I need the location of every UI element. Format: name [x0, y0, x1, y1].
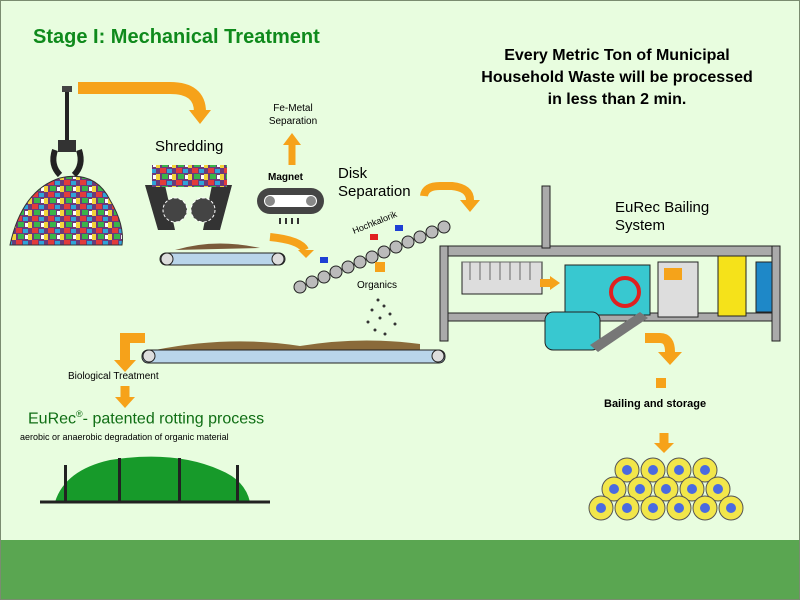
bio-arrow — [120, 333, 145, 362]
transfer-arrow — [269, 233, 309, 253]
waste-pile — [9, 175, 123, 246]
magnet-label: Magnet — [268, 172, 303, 183]
organics-fall — [366, 298, 397, 336]
throughput-note: Every Metric Ton of Municipal Household … — [481, 47, 753, 108]
crane-claw — [50, 86, 84, 178]
fe-metal-label: Fe-Metal Separation — [268, 103, 318, 127]
shredder — [145, 165, 232, 230]
magnet — [257, 188, 324, 224]
baling-system-label: EuRec Bailing System — [615, 199, 710, 234]
disk-separator — [293, 220, 451, 294]
shredder-conveyor — [159, 243, 286, 266]
crane-arrow — [78, 82, 206, 113]
page-title: Stage I: Mechanical Treatment — [33, 26, 320, 48]
rotting-process-title: EuRec®- patented rotting process — [28, 409, 265, 428]
hoist-arrow — [420, 182, 474, 201]
rotting-mound — [40, 456, 270, 504]
organics-label: Organics — [357, 280, 398, 291]
disk-separation-label: Disk Separation — [338, 165, 411, 200]
rotting-process-subtitle: aerobic or anaerobic degradation of orga… — [20, 432, 229, 442]
shredding-label: Shredding — [155, 138, 224, 155]
baling-marker — [656, 378, 666, 388]
diagram-artwork: Hochkalorik — [9, 82, 781, 521]
organics-marker — [375, 262, 385, 272]
baling-system — [439, 185, 781, 352]
baling-arrow — [645, 333, 675, 353]
baling-storage-label: Bailing and storage — [604, 398, 707, 410]
bales-stack — [588, 457, 744, 521]
biological-treatment-label: Biological Treatment — [68, 371, 159, 382]
ground — [0, 540, 800, 600]
biological-conveyor — [141, 340, 446, 364]
hochkalorik-label: Hochkalorik — [351, 209, 399, 236]
